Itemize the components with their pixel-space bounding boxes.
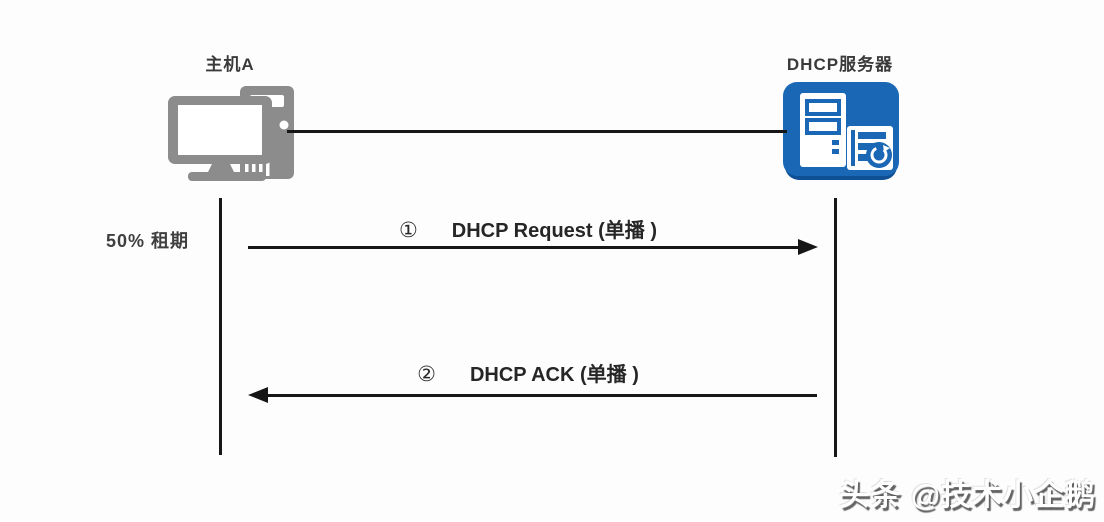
message-2-label: ② DHCP ACK (单播 ) — [248, 358, 808, 387]
message-1-label: ① DHCP Request (单播 ) — [248, 214, 808, 243]
message-1-step-badge: ① — [398, 219, 418, 242]
lifeline-host-a — [219, 198, 222, 455]
desktop-computer-icon — [168, 84, 298, 181]
actor-connector-line — [287, 130, 787, 133]
message-1-arrowhead-right — [798, 239, 818, 255]
lease-note: 50% 租期 — [105, 231, 190, 251]
message-1-arrow-line — [248, 246, 800, 249]
actor-label-host-a: 主机A — [205, 55, 255, 74]
message-1-text: DHCP Request (单播 ) — [451, 220, 658, 242]
message-2-arrow-line — [266, 394, 817, 397]
message-2-arrowhead-left — [248, 387, 268, 403]
lifeline-dhcp-server — [834, 198, 837, 457]
server-icon — [783, 82, 899, 180]
actor-label-dhcp-server: DHCP服务器 — [786, 55, 894, 74]
message-2-step-badge: ② — [417, 363, 436, 386]
watermark-text: 头条 @技术小企鹅 — [839, 479, 1096, 512]
message-2-text: DHCP ACK (单播 ) — [469, 364, 639, 386]
